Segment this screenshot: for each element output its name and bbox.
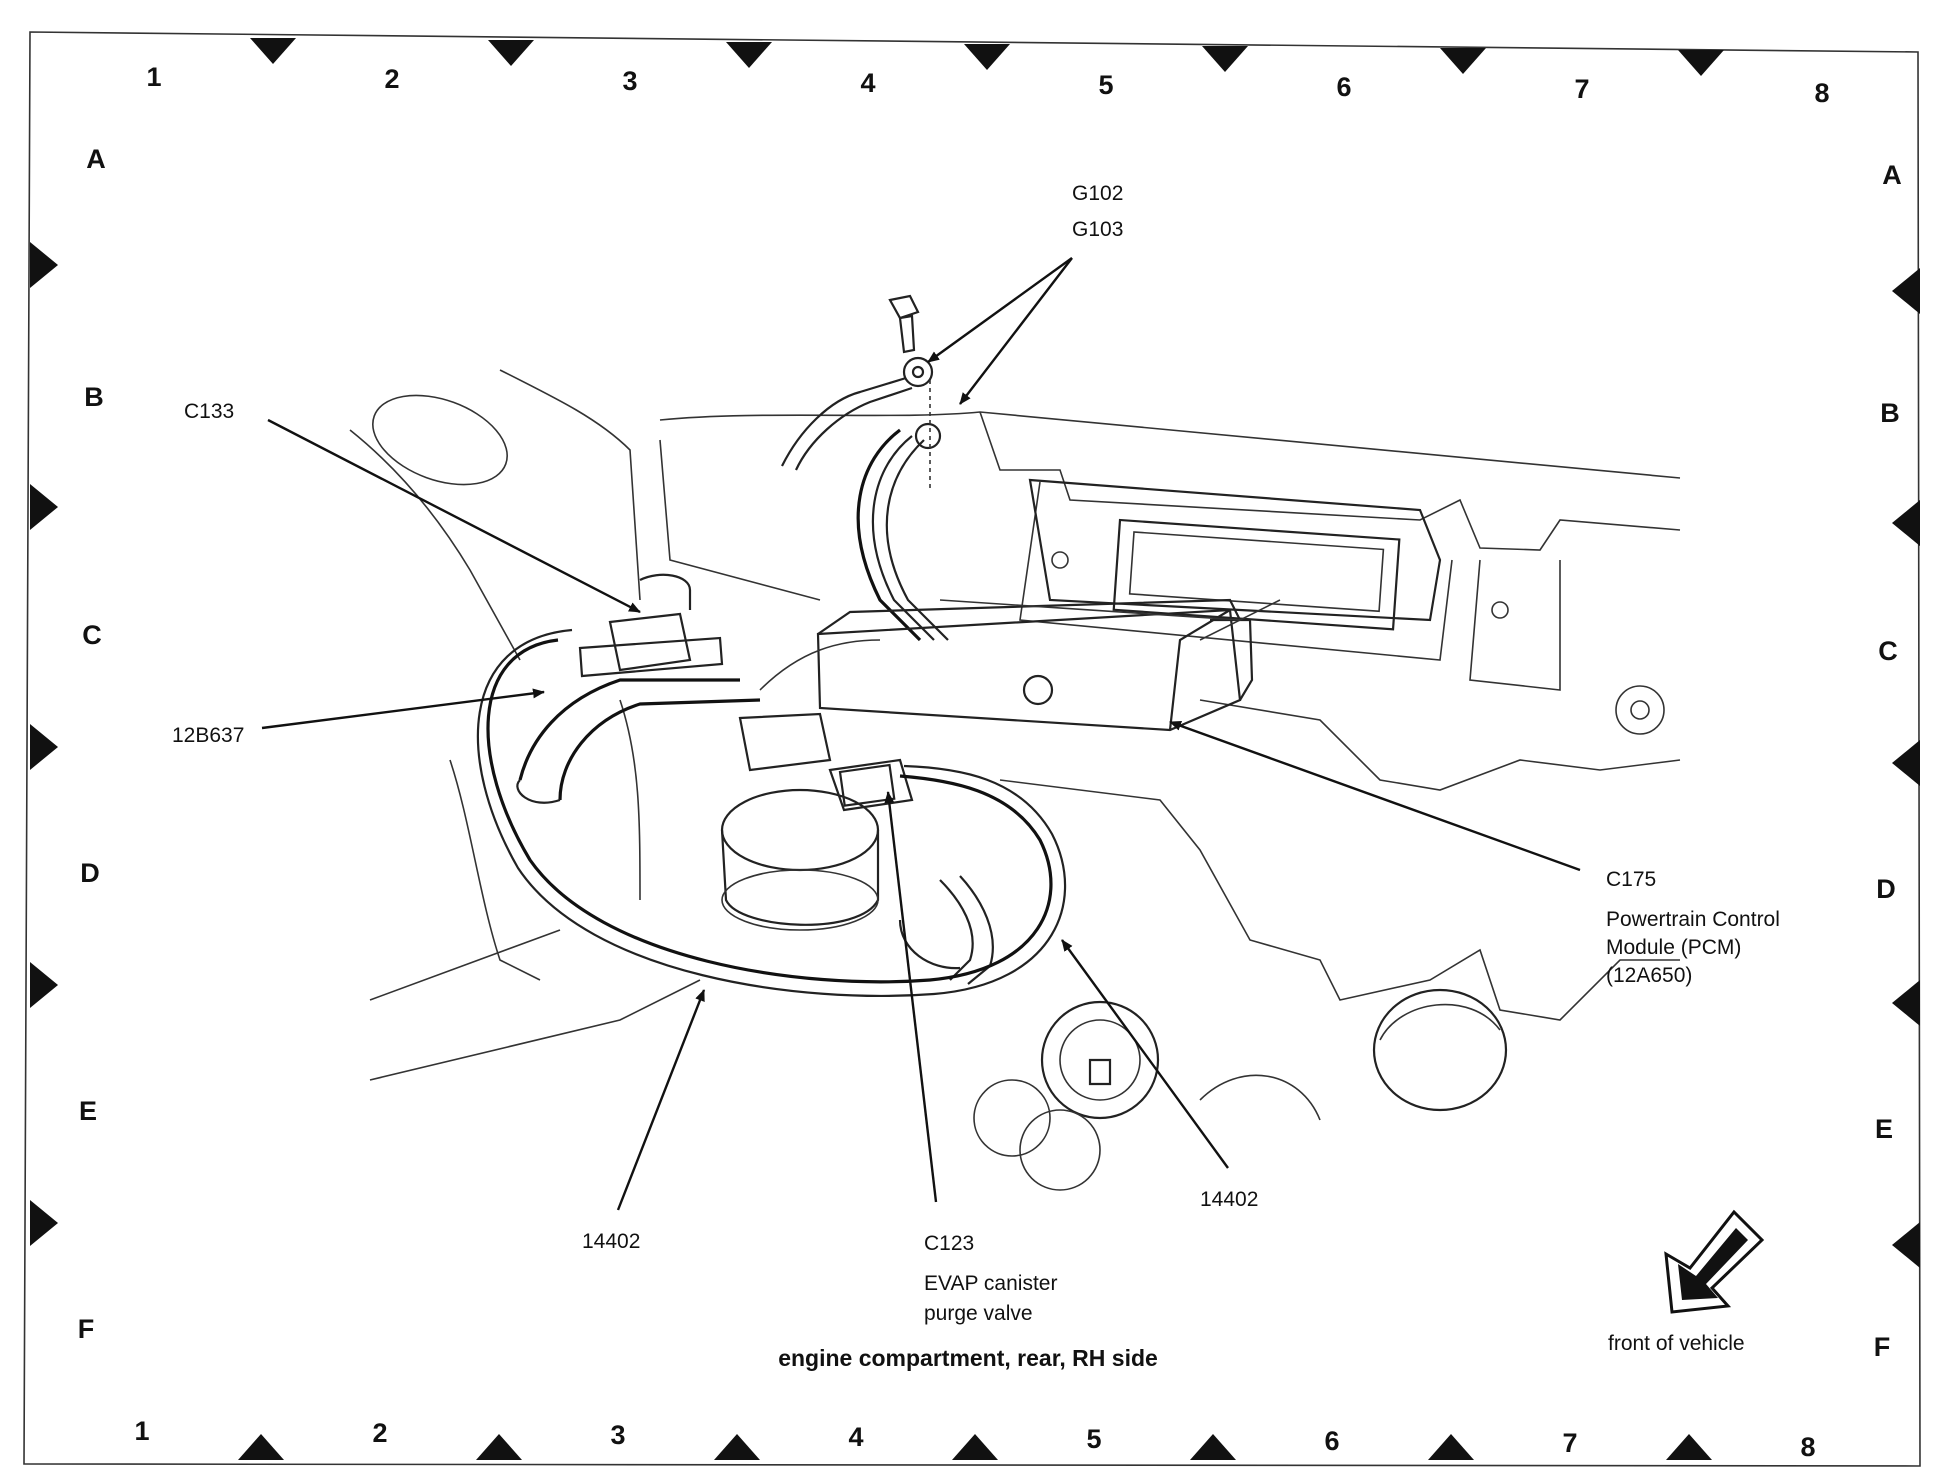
grid-row-left-b: B xyxy=(84,382,104,412)
leader-lines xyxy=(261,257,1581,1211)
label-evap-line1: EVAP canister xyxy=(924,1272,1057,1295)
label-pcm-line2: Module (PCM) xyxy=(1606,936,1741,959)
firewall-grommets xyxy=(973,988,1508,1191)
grid-col-bottom-7: 7 xyxy=(1562,1428,1577,1458)
grid-row-labels-right: A B C D E F xyxy=(1874,160,1902,1362)
label-c175: C175 xyxy=(1606,868,1656,891)
grid-row-right-a: A xyxy=(1882,160,1902,190)
grid-col-bottom-6: 6 xyxy=(1324,1426,1339,1456)
grid-col-top-4: 4 xyxy=(860,68,875,98)
grid-row-left-f: F xyxy=(78,1314,95,1344)
callout-labels: G102 G103 C133 12B637 C175 Powertrain Co… xyxy=(172,182,1780,1325)
grid-col-bottom-1: 1 xyxy=(134,1416,149,1446)
diagram-caption: engine compartment, rear, RH side xyxy=(778,1345,1158,1371)
grid-col-bottom-5: 5 xyxy=(1086,1424,1101,1454)
grid-row-left-d: D xyxy=(80,858,100,888)
front-of-vehicle-label: front of vehicle xyxy=(1608,1332,1745,1355)
pcm-mounting-bracket xyxy=(1028,478,1665,735)
grid-col-top-7: 7 xyxy=(1574,74,1589,104)
grid-row-right-d: D xyxy=(1876,874,1896,904)
grid-col-top-6: 6 xyxy=(1336,72,1351,102)
grid-col-top-2: 2 xyxy=(384,64,399,94)
label-pcm-line1: Powertrain Control xyxy=(1606,908,1780,931)
label-12b637: 12B637 xyxy=(172,724,244,747)
grid-row-left-e: E xyxy=(79,1096,97,1126)
grid-col-bottom-3: 3 xyxy=(610,1420,625,1450)
body-panel-left xyxy=(349,369,641,981)
label-14402-left: 14402 xyxy=(582,1230,640,1253)
grid-col-top-3: 3 xyxy=(622,66,637,96)
grid-row-right-b: B xyxy=(1880,398,1900,428)
grid-row-labels-left: A B C D E F xyxy=(78,144,106,1344)
label-g102: G102 xyxy=(1072,182,1123,205)
grid-column-labels-bottom: 1 2 3 4 5 6 7 8 xyxy=(134,1416,1815,1462)
grid-row-left-c: C xyxy=(82,620,102,650)
firewall-panel xyxy=(369,411,1681,1081)
grid-col-bottom-8: 8 xyxy=(1800,1432,1815,1462)
grid-column-labels-top: 1 2 3 4 5 6 7 8 xyxy=(146,62,1829,108)
grid-col-top-1: 1 xyxy=(146,62,161,92)
label-pcm-line3: (12A650) xyxy=(1606,964,1692,987)
grid-col-top-8: 8 xyxy=(1814,78,1829,108)
grid-row-left-a: A xyxy=(86,144,106,174)
label-g103: G103 xyxy=(1072,218,1123,241)
wire-bundle xyxy=(856,428,949,642)
grid-col-bottom-4: 4 xyxy=(848,1422,863,1452)
pcm-module xyxy=(816,598,1281,732)
grid-col-top-5: 5 xyxy=(1098,70,1113,100)
evap-purge-valve xyxy=(720,712,994,985)
engine-compartment-illustration xyxy=(349,294,1681,1191)
front-arrow-icon xyxy=(1664,1209,1765,1314)
label-c133: C133 xyxy=(184,400,234,423)
diagram-frame xyxy=(23,31,1921,1467)
label-evap-line2: purge valve xyxy=(924,1302,1033,1325)
grid-row-right-c: C xyxy=(1878,636,1898,666)
grid-col-bottom-2: 2 xyxy=(372,1418,387,1448)
hose-12b637 xyxy=(516,573,881,804)
grid-row-right-f: F xyxy=(1874,1332,1891,1362)
ground-bolt xyxy=(781,294,942,490)
grid-row-right-e: E xyxy=(1875,1114,1893,1144)
label-c123: C123 xyxy=(924,1232,974,1255)
label-14402-right: 14402 xyxy=(1200,1188,1258,1211)
hose-14402 xyxy=(476,628,1067,997)
